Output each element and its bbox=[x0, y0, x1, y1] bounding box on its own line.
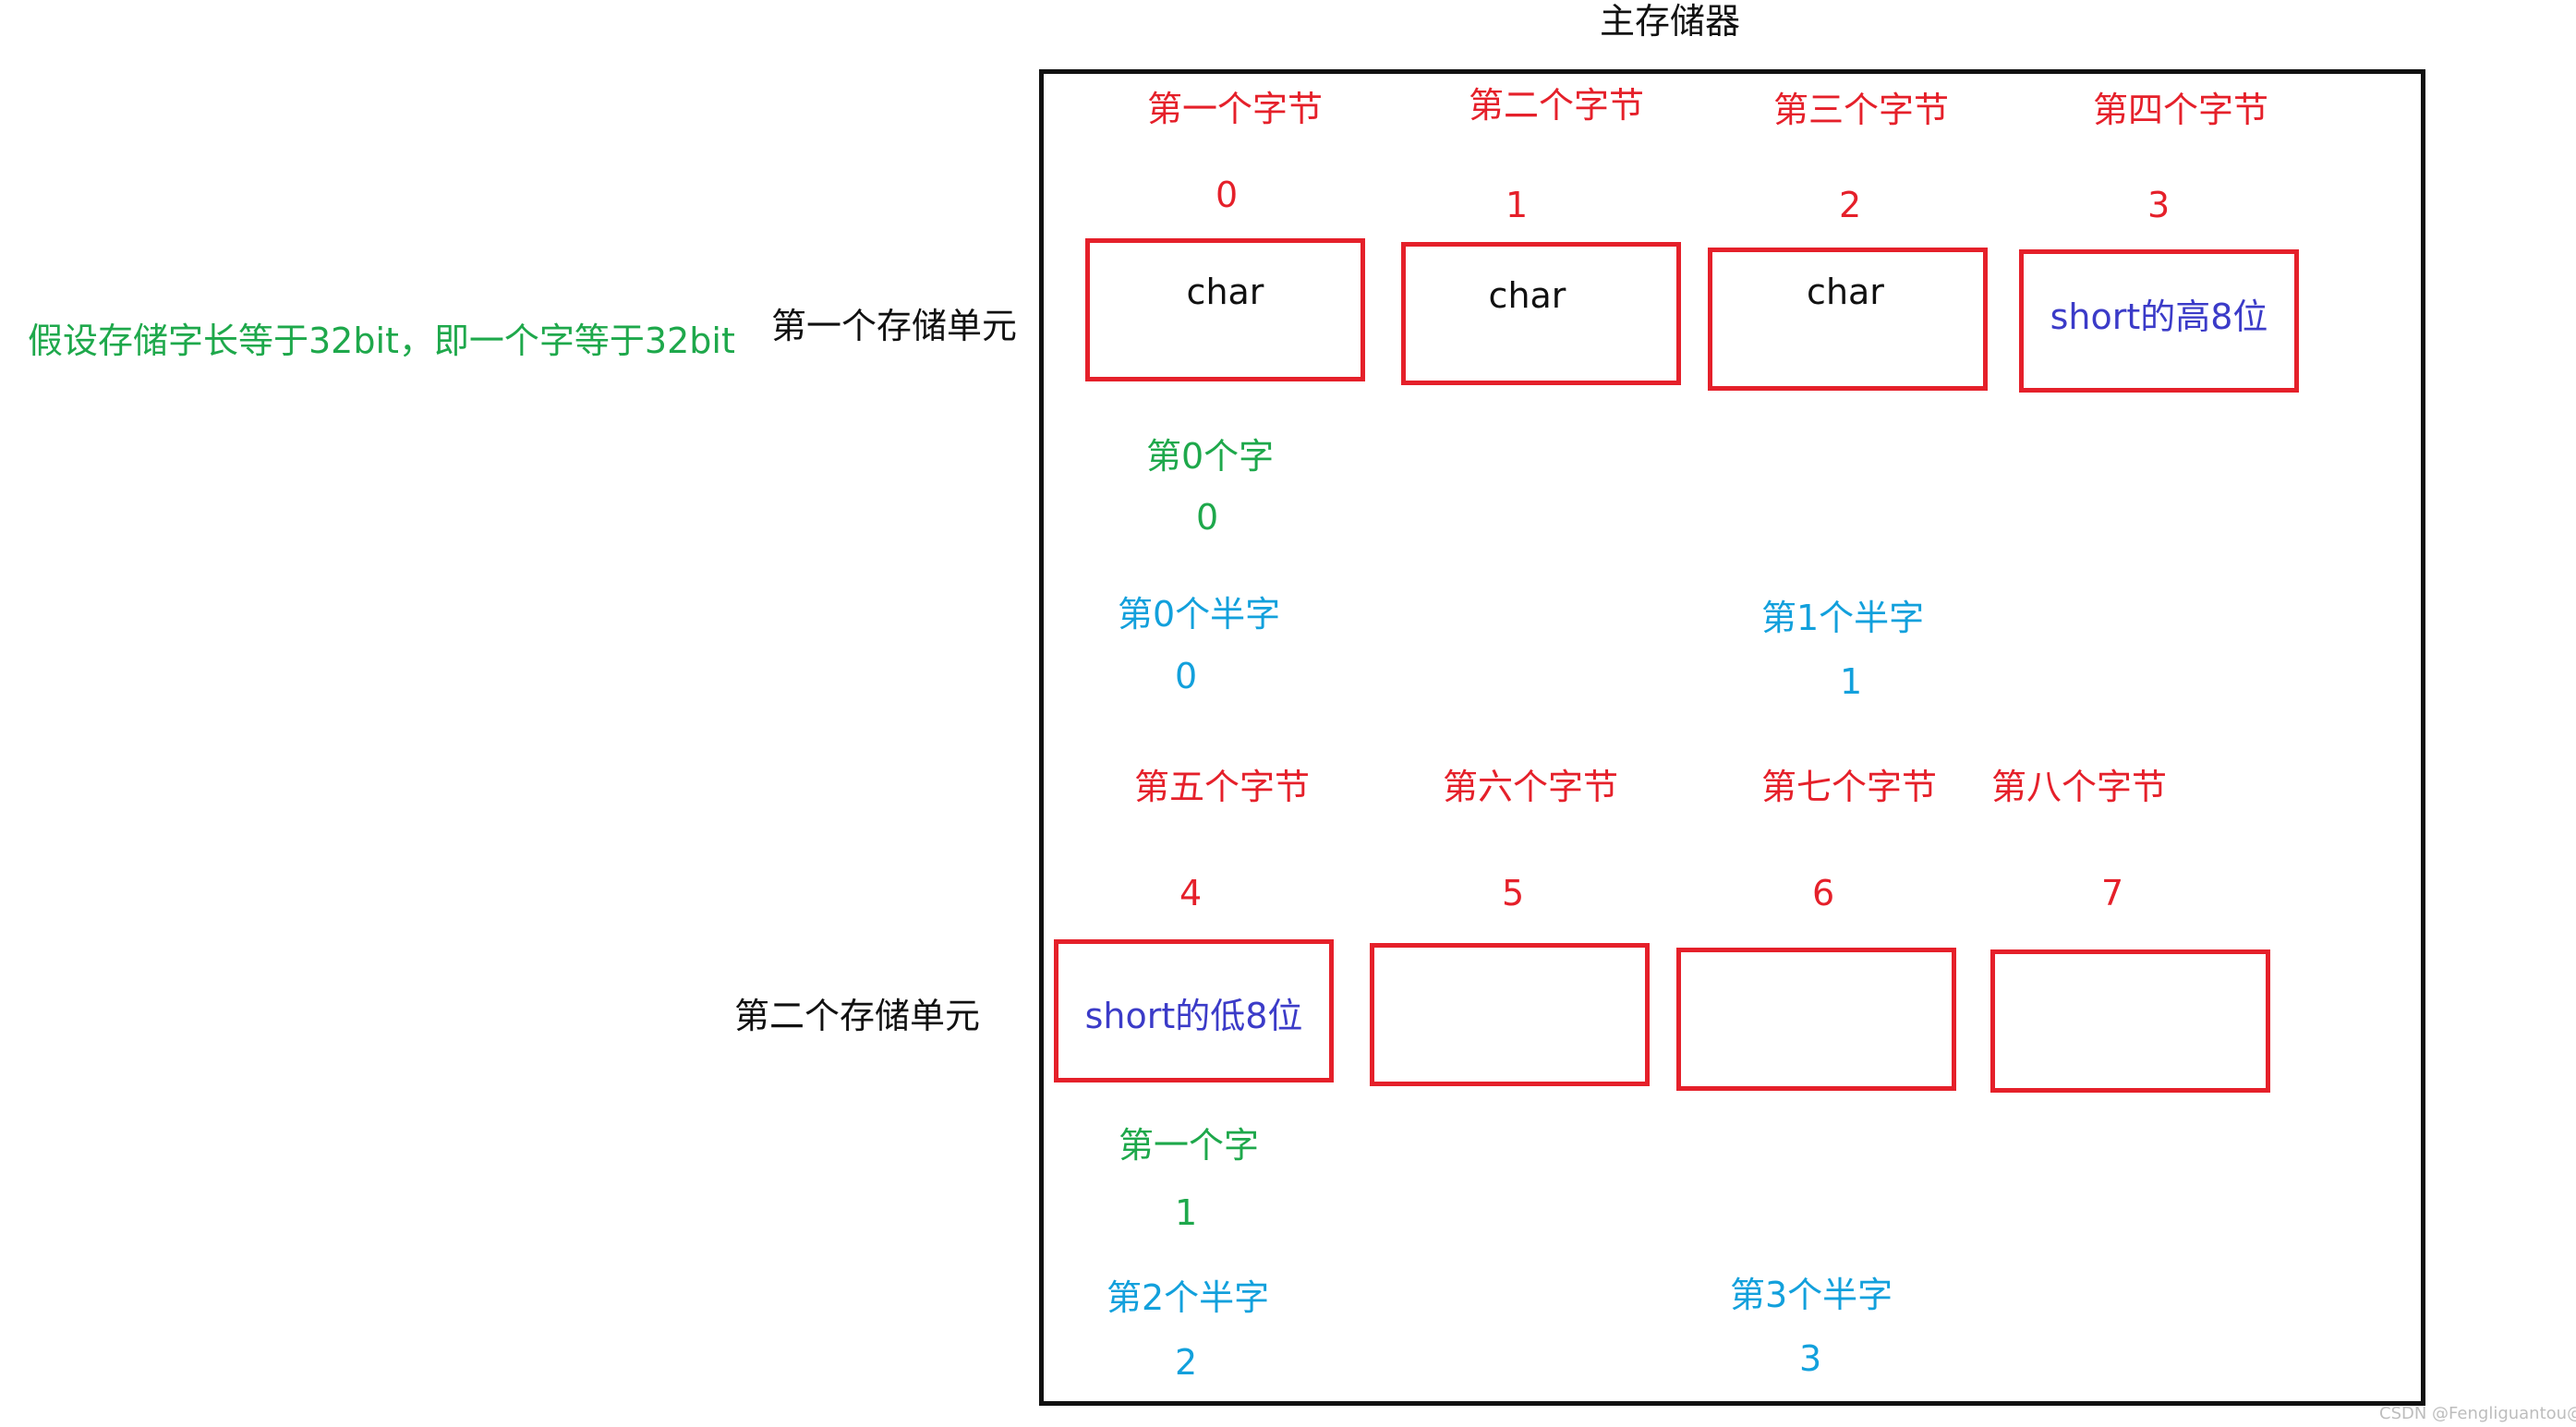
storage-unit-2-label: 第二个存储单元 bbox=[734, 996, 981, 1036]
byte-label-7: 第七个字节 bbox=[1761, 767, 1938, 807]
byte-label-4: 第四个字节 bbox=[2093, 90, 2269, 130]
memory-cell-byte-7 bbox=[1990, 949, 2270, 1093]
byte-address-6: 6 bbox=[1812, 873, 1835, 913]
halfword-label-1: 第1个半字 bbox=[1761, 598, 1925, 638]
halfword-address-0: 0 bbox=[1175, 656, 1198, 696]
byte-address-3: 3 bbox=[2147, 185, 2171, 225]
memory-cell-byte-0: char bbox=[1085, 238, 1365, 381]
memory-cell-byte-5 bbox=[1370, 943, 1650, 1086]
halfword-label-3: 第3个半字 bbox=[1730, 1275, 1893, 1315]
cell-content: char bbox=[1186, 271, 1264, 312]
byte-address-7: 7 bbox=[2101, 873, 2124, 913]
memory-cell-byte-4: short的低8位 bbox=[1054, 939, 1334, 1082]
byte-label-5: 第五个字节 bbox=[1134, 767, 1311, 807]
halfword-label-2: 第2个半字 bbox=[1107, 1277, 1270, 1318]
word-label-0: 第0个字 bbox=[1146, 436, 1275, 477]
byte-label-3: 第三个字节 bbox=[1773, 90, 1950, 130]
memory-cell-byte-2: char bbox=[1708, 248, 1988, 391]
byte-address-4: 4 bbox=[1179, 873, 1203, 913]
byte-address-2: 2 bbox=[1839, 185, 1862, 225]
cell-content: short的高8位 bbox=[2050, 296, 2268, 337]
byte-address-5: 5 bbox=[1502, 873, 1525, 913]
watermark: CSDN @Fengliguantou@ bbox=[2379, 1404, 2576, 1423]
memory-cell-byte-6 bbox=[1676, 948, 1956, 1091]
byte-label-6: 第六个字节 bbox=[1443, 767, 1619, 807]
byte-label-1: 第一个字节 bbox=[1147, 89, 1324, 129]
byte-label-8: 第八个字节 bbox=[1991, 767, 2168, 807]
word-label-1: 第一个字 bbox=[1119, 1125, 1260, 1166]
memory-cell-byte-3: short的高8位 bbox=[2019, 249, 2299, 393]
byte-address-1: 1 bbox=[1506, 185, 1529, 225]
halfword-label-0: 第0个半字 bbox=[1118, 594, 1281, 635]
halfword-address-2: 2 bbox=[1175, 1342, 1198, 1383]
storage-unit-1-label: 第一个存储单元 bbox=[771, 306, 1018, 346]
diagram-title: 主存储器 bbox=[1600, 1, 1741, 42]
memory-cell-byte-1: char bbox=[1401, 242, 1681, 385]
halfword-address-3: 3 bbox=[1799, 1338, 1822, 1379]
main-memory-frame bbox=[1039, 69, 2425, 1406]
word-address-1: 1 bbox=[1175, 1192, 1198, 1233]
word-address-0: 0 bbox=[1196, 497, 1219, 538]
cell-content: char bbox=[1807, 271, 1884, 312]
assumption-note: 假设存储字长等于32bit，即一个字等于32bit bbox=[28, 320, 735, 361]
byte-address-0: 0 bbox=[1215, 175, 1239, 215]
halfword-address-1: 1 bbox=[1840, 661, 1863, 702]
cell-content: char bbox=[1488, 274, 1566, 316]
byte-label-2: 第二个字节 bbox=[1469, 85, 1645, 126]
cell-content: short的低8位 bbox=[1084, 995, 1303, 1036]
